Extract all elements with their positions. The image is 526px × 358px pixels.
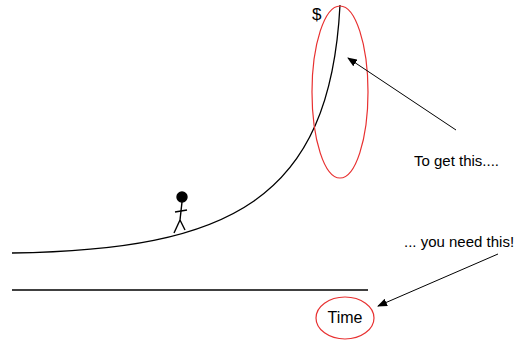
- pointer-arrow: [348, 58, 456, 130]
- time-axis: [12, 289, 368, 290]
- highlight-ellipse: [312, 6, 368, 178]
- dollar-sign: $: [312, 5, 321, 25]
- callout-text: To get this....: [414, 152, 499, 170]
- time-ellipse: Time: [315, 296, 375, 340]
- growth-curve: [12, 5, 340, 253]
- callout-text: ... you need this!: [404, 233, 514, 251]
- pointer-arrow: [378, 254, 498, 306]
- stick-figure: [174, 192, 187, 233]
- axis-label: Time: [328, 308, 363, 327]
